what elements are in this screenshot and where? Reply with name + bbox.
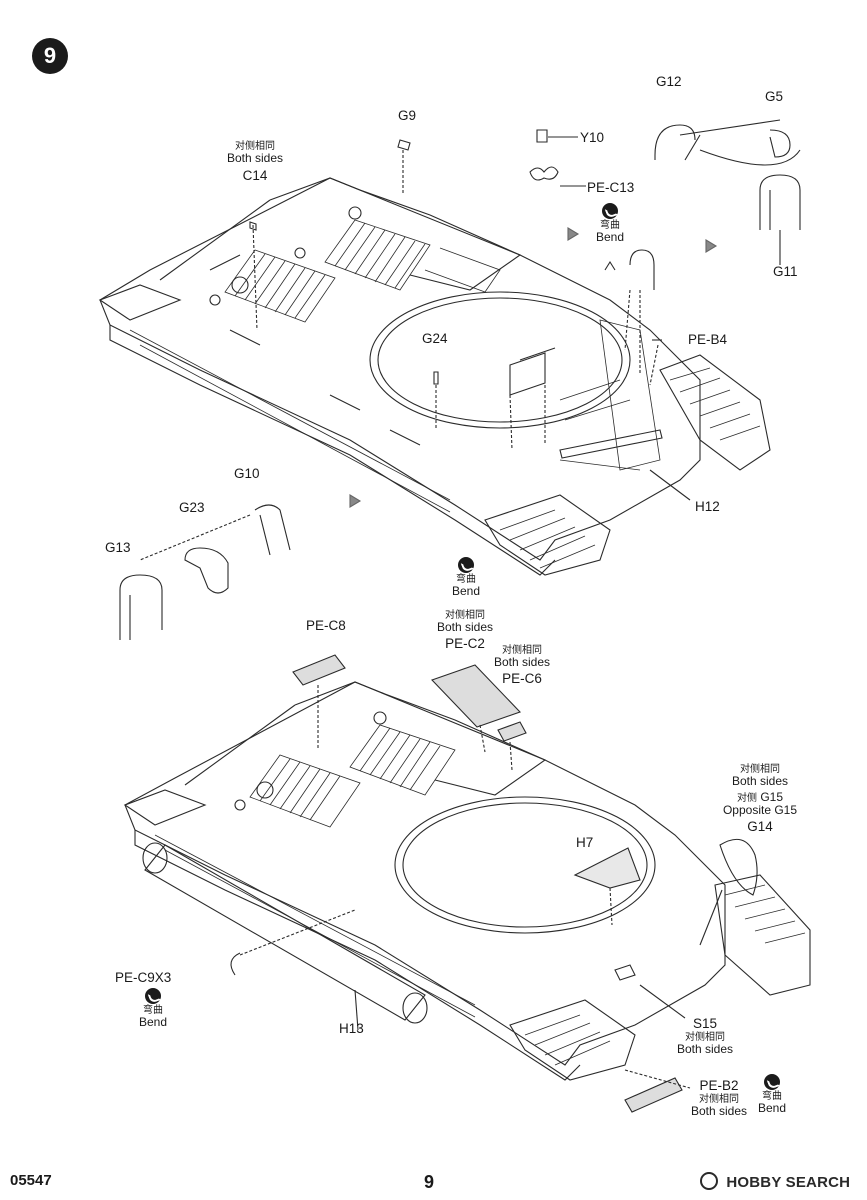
both-sides-cn: 对侧相同 (235, 141, 275, 152)
part-label-pe-c6: PE-C6 (502, 671, 542, 687)
part-label-c14: C14 (242, 168, 268, 184)
both-sides-en: Both sides (436, 620, 494, 634)
part-label-h7: H7 (576, 835, 594, 850)
page-number: 9 (424, 1172, 435, 1192)
both-sides-en: Both sides (690, 1104, 748, 1118)
part-label-pe-b4: PE-B4 (688, 332, 728, 347)
step-number-badge: 9 (32, 38, 68, 74)
lower-hull-drawing (125, 682, 810, 1080)
both-sides-cn: 对侧相同 (685, 1032, 725, 1043)
bend-en: Bend (757, 1101, 787, 1115)
bend-cn: 弯曲 (456, 574, 476, 585)
both-sides-cn: 对侧相同 (445, 610, 485, 621)
callout-g14: 对侧相同 Both sides 对侧 G15 Opposite G15 G14 (710, 764, 810, 835)
bend-icon (764, 1074, 780, 1090)
part-label-pe-b2: PE-B2 (699, 1078, 739, 1093)
watermark-text: HOBBY SEARCH (726, 1174, 851, 1191)
bend-callout-1: 弯曲 Bend (590, 203, 630, 244)
both-sides-cn: 对侧相同 (699, 1094, 739, 1105)
bend-icon (458, 557, 474, 573)
part-label-pe-c9x3: PE-C9X3 (115, 970, 172, 985)
bend-icon (145, 988, 161, 1004)
opposite-g15-en: Opposite G15 (722, 803, 798, 818)
bend-cn: 弯曲 (762, 1091, 782, 1102)
part-label-g11: G11 (773, 264, 798, 279)
part-label-pe-c8: PE-C8 (306, 618, 346, 633)
callout-pe-c6: 对侧相同 Both sides PE-C6 (487, 645, 557, 687)
kit-code: 05547 (10, 1172, 52, 1189)
part-label-g10: G10 (234, 466, 260, 481)
bend-callout-4: 弯曲 Bend (752, 1074, 792, 1115)
part-label-g24: G24 (422, 331, 448, 346)
both-sides-en: Both sides (676, 1042, 734, 1056)
watermark-logo-icon (700, 1172, 718, 1190)
opposite-line: 对侧 G15 (710, 790, 810, 804)
callout-pe-c2: 对侧相同 Both sides PE-C2 (430, 610, 500, 652)
part-label-g14: G14 (747, 819, 773, 835)
part-label-g12: G12 (656, 74, 682, 89)
part-label-g5: G5 (765, 89, 784, 104)
bend-en: Bend (138, 1015, 168, 1029)
callout-c14: 对侧相同 Both sides C14 (222, 141, 288, 184)
bend-cn: 弯曲 (600, 220, 620, 231)
bend-en: Bend (451, 584, 481, 598)
both-sides-en: Both sides (493, 655, 551, 669)
lower-parts (143, 655, 757, 1112)
part-label-h12: H12 (695, 499, 720, 514)
part-label-g15: G15 (760, 790, 784, 805)
part-label-g9: G9 (398, 108, 417, 123)
part-label-pe-c2: PE-C2 (445, 636, 485, 652)
both-sides-cn: 对侧相同 (502, 645, 542, 656)
part-label-g23: G23 (179, 500, 205, 515)
part-label-g13: G13 (105, 540, 131, 555)
part-label-h13: H13 (339, 1021, 364, 1036)
both-sides-en: Both sides (731, 774, 789, 788)
bend-en: Bend (595, 230, 625, 244)
callout-s15: S15 对侧相同 Both sides (672, 1016, 738, 1056)
upper-hull-drawing (100, 178, 770, 575)
bend-callout-3: 弯曲 Bend (133, 988, 173, 1029)
upper-parts (120, 120, 800, 640)
part-label-pe-c13: PE-C13 (587, 180, 635, 195)
opposite-cn: 对侧 (736, 793, 757, 805)
part-label-y10: Y10 (580, 130, 605, 145)
part-label-s15: S15 (692, 1016, 718, 1031)
bend-icon (602, 203, 618, 219)
bend-cn: 弯曲 (143, 1005, 163, 1016)
bend-callout-2: 弯曲 Bend (446, 557, 486, 598)
both-sides-en: Both sides (226, 151, 284, 165)
callout-pe-b2: PE-B2 对侧相同 Both sides (686, 1078, 752, 1118)
both-sides-cn: 对侧相同 (740, 764, 780, 775)
watermark: HOBBY SEARCH (700, 1172, 850, 1191)
